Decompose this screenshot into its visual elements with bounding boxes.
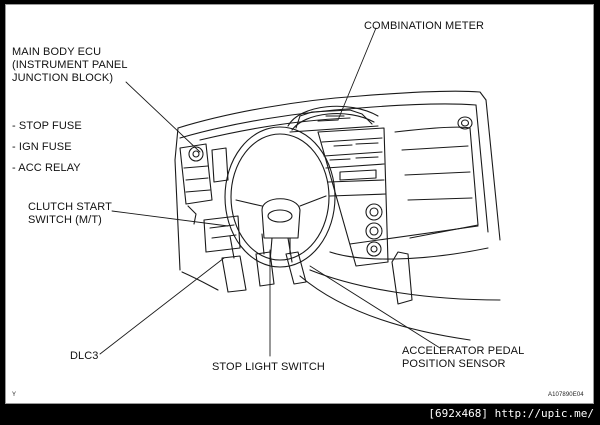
label-main-body-ecu: MAIN BODY ECU (INSTRUMENT PANEL JUNCTION…: [12, 46, 128, 84]
leader-lines: [99, 27, 441, 357]
label-ign-fuse: - IGN FUSE: [12, 141, 72, 153]
label-acc-relay: - ACC RELAY: [12, 162, 81, 174]
label-stop-light-switch: STOP LIGHT SWITCH: [212, 361, 325, 373]
center-console: [317, 127, 413, 305]
dashboard-body: [174, 90, 501, 341]
pedals: [221, 233, 307, 293]
label-accelerator-pedal: ACCELERATOR PEDAL POSITION SENSOR: [402, 345, 525, 370]
combination-meter-hood: [287, 105, 379, 133]
watermark-link[interactable]: [692x468] http://upic.me/: [428, 407, 594, 420]
side-vent: [457, 116, 473, 130]
label-stop-fuse: - STOP FUSE: [12, 120, 82, 132]
label-combination-meter: COMBINATION METER: [364, 20, 485, 32]
figure-code: A107890E04: [548, 392, 584, 398]
label-dlc3: DLC3: [70, 350, 99, 362]
label-clutch-start-switch: CLUTCH START SWITCH (M/T): [28, 201, 112, 226]
ecu-area: [179, 143, 241, 253]
corner-mark: Y: [12, 392, 17, 398]
diagram-frame: [5, 4, 594, 404]
steering-wheel: [224, 126, 336, 268]
